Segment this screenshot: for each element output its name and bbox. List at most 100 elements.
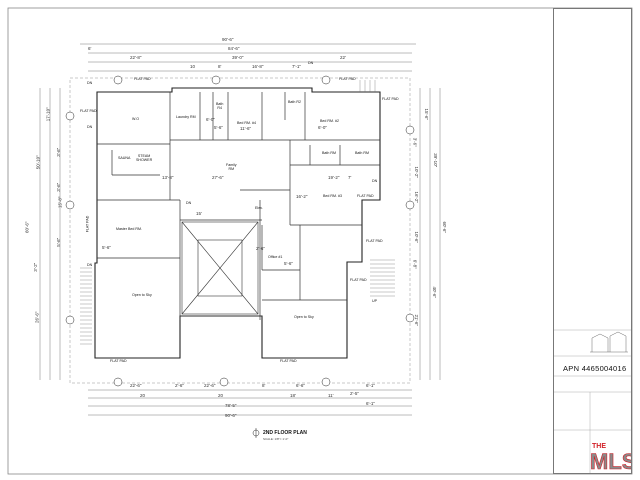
- svg-text:MLS: MLS: [590, 449, 631, 474]
- dim-right-f: 60'-6": [441, 221, 447, 233]
- room-flat-pad-bottom-left: FLAT PAD: [110, 359, 127, 363]
- room-flat-pad-right1: FLAT PAD: [382, 97, 399, 101]
- room-flat-pad-vertical: FLAT PAD: [85, 215, 90, 233]
- inner-dim-7: 16'-2": [296, 194, 308, 199]
- dim-bottom-d: 8': [262, 383, 266, 388]
- dim-bottom-a: 22'-6": [130, 383, 142, 388]
- interior-walls: [97, 92, 380, 320]
- inner-dim-6: 19'-2": [328, 175, 340, 180]
- inner-dim-10: 2'-6": [256, 246, 265, 251]
- building-walls: [94, 87, 381, 359]
- dim-top-c: 22': [340, 55, 346, 60]
- room-open-sky-left: Open to Sky: [132, 293, 152, 297]
- dim-bottom-n: 90'-6": [225, 413, 237, 418]
- dim-left-f: 60'-6": [24, 221, 30, 233]
- room-bath-2: Bath RM: [355, 151, 369, 155]
- room-bath-1: Bath RM: [322, 151, 336, 155]
- dim-bottom-e: 6'-6": [296, 383, 305, 388]
- dim-top-d: 10: [190, 64, 196, 69]
- dim-bottom-k: 11': [328, 393, 334, 398]
- inner-dim-12: 15': [196, 211, 202, 216]
- dim-bottom-g: 6'-1": [366, 383, 375, 388]
- exterior-stairs: [80, 80, 395, 345]
- room-family: Family RM: [226, 163, 237, 171]
- open-void: [181, 221, 259, 315]
- dim-top-interior: 84'-6": [228, 46, 240, 51]
- inner-dim-4: 6'-0": [318, 125, 327, 130]
- inner-dim-3: 5'-6": [214, 125, 223, 130]
- dim-bottom-i: 20: [218, 393, 224, 398]
- dim-top-b: 39'-0": [232, 55, 244, 60]
- dim-left-g: 3'-2": [33, 262, 39, 272]
- sheet-border: [7, 7, 633, 475]
- dim-left-a: 17'-10": [45, 107, 51, 122]
- dim-bottom-b: 2'-6": [175, 383, 184, 388]
- room-bath-r2: Bath R2: [288, 100, 301, 104]
- room-office: Office #1: [268, 255, 283, 259]
- room-flat-pad-right2: FLAT PAD: [357, 194, 374, 198]
- room-master-bed: Master Bed RM.: [116, 227, 142, 231]
- room-flat-pad-top-right: FLAT PAD: [339, 77, 356, 81]
- dim-left-d: 3'-6": [56, 182, 62, 192]
- plan-title: 2ND FLOOR PLAN: [263, 430, 307, 436]
- room-steam-shower: STEAM SHOWER: [136, 154, 153, 162]
- dim-bottom-l: 6'-1": [366, 401, 375, 406]
- inner-dim-8: 7': [348, 175, 352, 180]
- dim-right-d: 10'-2": [413, 166, 419, 178]
- room-flat-pad-left: FLAT PAD: [80, 109, 97, 113]
- label-dn-1: DN: [87, 81, 93, 85]
- section-markers: [65, 75, 415, 387]
- label-dn-2: DN: [87, 125, 93, 129]
- dim-left-e: 15'-8": [57, 196, 63, 208]
- room-bath-r4: Bath R4: [216, 102, 224, 110]
- room-bed-2: Bed RM. #2: [320, 119, 339, 123]
- title-block: [553, 8, 632, 474]
- dim-left-i: 26'-6": [34, 311, 40, 323]
- room-flat-pad-top-left: FLAT PAD: [134, 77, 151, 81]
- room-elevator: Elev.: [255, 206, 263, 210]
- inner-dim-1: 11'-6": [240, 126, 252, 131]
- dim-right-b: 3'-6": [412, 137, 418, 147]
- dim-bottom-j: 18': [290, 393, 296, 398]
- title-block-lines: [553, 329, 632, 474]
- dim-bottom-h: 20: [140, 393, 146, 398]
- dim-left-h: 5'-6": [56, 237, 62, 247]
- inner-dim-5: 27'-6": [212, 175, 224, 180]
- room-open-sky-right: Open to Sky: [294, 315, 314, 319]
- dim-top-h: 6': [88, 46, 92, 51]
- mls-logo-icon: THE MLS: [590, 443, 631, 474]
- architect-logo-icon: [590, 331, 628, 353]
- inner-dim-11: 5'-6": [284, 261, 293, 266]
- dimension-lines: [39, 43, 441, 416]
- dim-right-h: 6'-8": [412, 259, 418, 269]
- label-up-1: UP: [372, 299, 377, 303]
- label-dn-5: DN: [186, 201, 192, 205]
- dim-left-c: 3'-6": [56, 147, 62, 157]
- dim-right-e: 16'-2": [413, 191, 419, 203]
- room-sauna: SAUNA: [118, 156, 131, 160]
- dim-top-a: 22'-8": [130, 55, 142, 60]
- room-bed-3: Bed RM. #3: [323, 194, 342, 198]
- room-flat-pad-right4: FLAT PAD: [350, 278, 367, 282]
- room-flat-pad-right3: FLAT PAD: [366, 239, 383, 243]
- room-bed-4: Bed RM. #4: [237, 121, 256, 125]
- inner-dim-9: 13'-8": [162, 175, 174, 180]
- dim-top-f: 16'-8": [252, 64, 264, 69]
- room-flat-pad-bottom-right: FLAT PAD: [280, 359, 297, 363]
- inner-dim-13: 5'-6": [102, 245, 111, 250]
- label-dn-4: DN: [372, 179, 378, 183]
- plan-scale: SCALE: 1/8"= 1'-0": [263, 437, 289, 441]
- inner-dim-2: 6'-0": [206, 117, 215, 122]
- property-line: [69, 77, 411, 384]
- room-wo: W.O: [132, 117, 139, 121]
- dim-bottom-c: 22'-6": [204, 383, 216, 388]
- dim-right-i: 40'-6": [431, 286, 437, 298]
- dim-left-b: 50'-10": [35, 155, 41, 170]
- dim-right-a: 15'-6": [423, 108, 429, 120]
- dim-top-overall: 90'-6": [222, 37, 234, 42]
- dim-top-e: 8': [218, 64, 222, 69]
- title-marker: [252, 428, 260, 438]
- label-dn-3: DN: [308, 61, 314, 65]
- dim-bottom-f: 2'-5": [350, 391, 359, 396]
